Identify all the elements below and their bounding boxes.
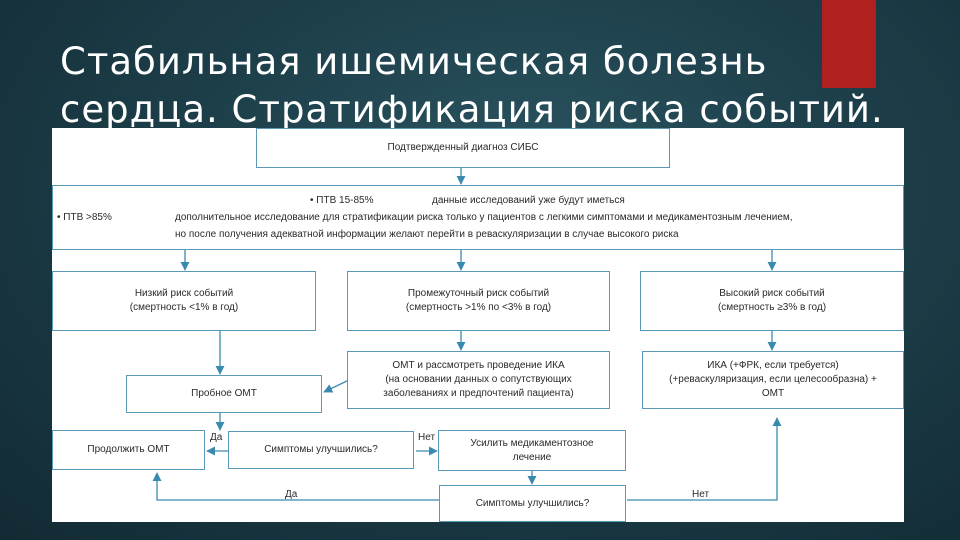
ika-box: ИКА (+ФРК, если требуется) (+реваскуляри… [642, 351, 904, 409]
ptv-box: • ПТВ 15-85% данные исследований уже буд… [52, 185, 904, 250]
low-risk-detail: (смертность <1% в год) [129, 302, 239, 313]
symptoms-improved-box-2: Симптомы улучшились? [439, 485, 626, 522]
high-risk-box: Высокий риск событий (смертность ≥3% в г… [640, 271, 904, 331]
intensify-treatment-box: Усилить медикаментозное лечение [438, 430, 626, 471]
ptv-middle-result-text: данные исследований уже будут иметься [432, 195, 625, 206]
continue-omt-box: Продолжить ОМТ [52, 430, 205, 470]
continue-omt-text: Продолжить ОМТ [87, 444, 170, 455]
accent-bar [822, 0, 876, 88]
label-yes-1: Да [210, 432, 223, 443]
ptv-high-text: • ПТВ >85% [57, 212, 112, 223]
low-risk-title: Низкий риск событий [134, 288, 234, 299]
intensify-line2: лечение [512, 451, 552, 463]
further-testing-line1: дополнительное исследование для стратифи… [175, 212, 793, 223]
risk-stratification-flowchart: Подтвержденный диагноз СИБС • ПТВ 15-85%… [52, 128, 904, 522]
omt-consider-line1: ОМТ и рассмотреть проведение ИКА [392, 360, 565, 371]
label-no-1: Нет [418, 432, 436, 443]
trial-omt-text: Пробное ОМТ [191, 388, 257, 399]
further-testing-line2: но после получения адекватной информации… [175, 229, 679, 240]
intensify-line1: Усилить медикаментозное [470, 437, 594, 449]
ika-line3: ОМТ [761, 388, 785, 399]
ika-line2: (+реваскуляризация, если целесообразна) … [669, 374, 877, 385]
slide-title-line2: сердца. Стратификация риска событий. [60, 88, 884, 131]
omt-consider-line3: заболеваниях и предпочтений пациента) [383, 388, 574, 399]
trial-omt-box: Пробное ОМТ [126, 375, 322, 413]
label-no-2: Нет [692, 489, 710, 500]
ika-line1: ИКА (+ФРК, если требуется) [707, 360, 839, 371]
arrow-omt-to-trial [323, 379, 350, 393]
mid-risk-detail: (смертность >1% по <3% в год) [405, 302, 552, 313]
high-risk-title: Высокий риск событий [719, 288, 825, 299]
symptoms-improved-text-1: Симптомы улучшились? [264, 444, 378, 455]
confirmed-diagnosis-text: Подтвержденный диагноз СИБС [387, 142, 539, 153]
arrow-symptoms2-no [627, 417, 782, 501]
mid-risk-box: Промежуточный риск событий (смертность >… [347, 271, 610, 331]
omt-consider-line2: (на основании данных о сопутствующих [385, 374, 572, 385]
slide-title: Стабильная ишемическая болезнь сердца. С… [60, 38, 884, 134]
slide-title-line1: Стабильная ишемическая болезнь [60, 40, 768, 83]
confirmed-diagnosis-box: Подтвержденный диагноз СИБС [256, 128, 670, 168]
symptoms-improved-text-2: Симптомы улучшились? [475, 497, 590, 509]
low-risk-box: Низкий риск событий (смертность <1% в го… [52, 271, 316, 331]
label-yes-2: Да [285, 489, 298, 500]
ptv-middle-text: • ПТВ 15-85% [310, 195, 374, 206]
arrow-symptoms2-yes [152, 472, 440, 501]
symptoms-improved-box-1: Симптомы улучшились? [228, 431, 414, 469]
high-risk-detail: (смертность ≥3% в год) [717, 302, 827, 313]
omt-consider-ika-box: ОМТ и рассмотреть проведение ИКА (на осн… [347, 351, 610, 409]
mid-risk-title: Промежуточный риск событий [407, 288, 550, 299]
